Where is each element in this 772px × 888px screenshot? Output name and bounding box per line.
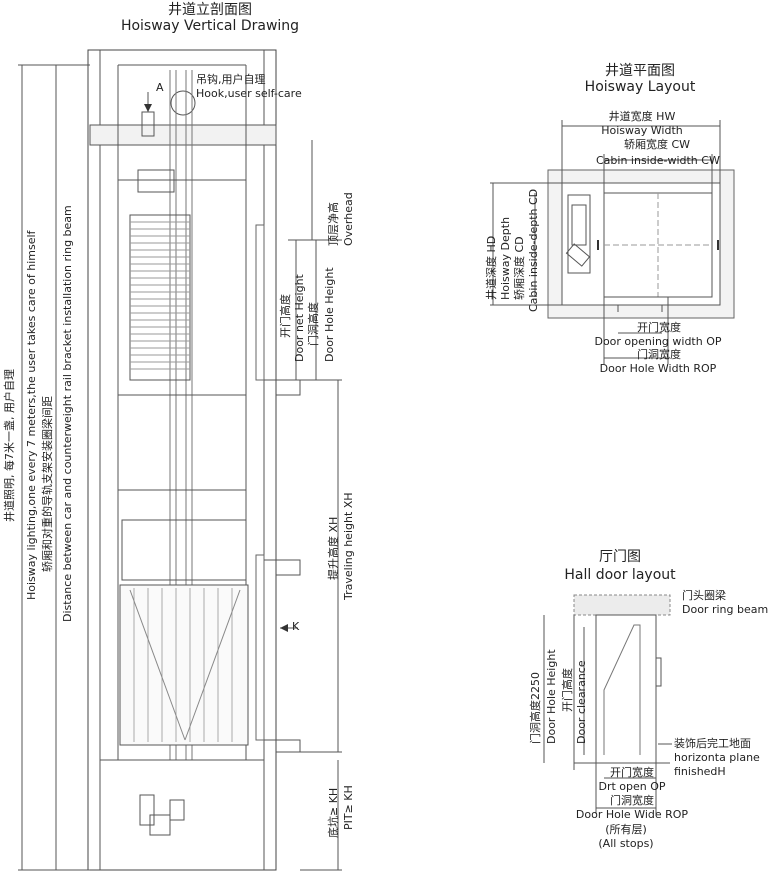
all-stops-cn: (所有层) bbox=[605, 823, 647, 836]
op-label-en: Door opening width OP bbox=[594, 335, 722, 348]
mark-a: A bbox=[156, 81, 164, 94]
door-hole-height-en: Door Hole Height bbox=[323, 267, 336, 362]
op-label-cn: 开门宽度 bbox=[637, 321, 681, 334]
hall-hole-height-cn: 门洞高度2250 bbox=[529, 672, 542, 744]
hall-clearance-cn: 开门高度 bbox=[561, 668, 574, 712]
floor-note-en1: horizonta plane bbox=[674, 751, 760, 764]
ring-beam-en: Door ring beam bbox=[682, 603, 769, 616]
vertical-title-cn: 井道立剖面图 bbox=[168, 2, 252, 18]
mark-k: K bbox=[292, 620, 300, 633]
hall-hole-height-en: Door Hole Height bbox=[545, 649, 558, 744]
cd-label-en: Cabin inside-depth CD bbox=[527, 188, 540, 312]
pit-label-en: PIT≥ KH bbox=[342, 785, 355, 830]
all-stops-en: (All stops) bbox=[598, 837, 654, 850]
layout-title-en: Hoisway Layout bbox=[584, 79, 696, 95]
rop-label-cn: 门洞宽度 bbox=[637, 348, 681, 361]
hd-label-cn: 井道深度 HD bbox=[485, 235, 498, 300]
hw-label-cn: 井道宽度 HW bbox=[608, 110, 676, 123]
cw-label-cn: 轿厢宽度 CW bbox=[623, 138, 691, 151]
hook-label-cn: 吊钩,用户自理 bbox=[196, 73, 266, 86]
hall-op-cn: 开门宽度 bbox=[610, 766, 654, 779]
layout-title-cn: 井道平面图 bbox=[605, 63, 675, 79]
door-net-height-en: Door net Height bbox=[293, 274, 306, 362]
hall-title-en: Hall door layout bbox=[564, 567, 676, 583]
hall-door-layout bbox=[543, 594, 672, 814]
hw-label-en: Hoisway Width bbox=[601, 124, 683, 137]
rop-label-en: Door Hole Width ROP bbox=[599, 362, 717, 375]
floor-note-cn: 装饰后完工地面 bbox=[674, 737, 751, 750]
lighting-note-cn: 井道照明, 每7米一盏, 用户自理 bbox=[3, 369, 16, 522]
cd-label-cn: 轿厢深度 CD bbox=[513, 236, 526, 300]
hall-rop-cn: 门洞宽度 bbox=[610, 794, 654, 807]
floor-note-en2: finishedH bbox=[674, 765, 726, 778]
hook-label-en: Hook,user self-care bbox=[196, 87, 302, 100]
ringbeam-note-cn: 轿厢和对重的导轨支架安装圈梁间距 bbox=[41, 396, 54, 572]
hall-op-en: Drt open OP bbox=[598, 780, 666, 793]
hoistway-section bbox=[18, 49, 342, 871]
ringbeam-note-en: Distance between car and counterweight r… bbox=[61, 205, 74, 622]
hd-label-en: Hoisway Depth bbox=[499, 216, 512, 300]
door-hole-height-cn: 门洞高度 bbox=[307, 302, 320, 346]
door-net-height-cn: 开门高度 bbox=[279, 294, 292, 338]
vertical-title-en: Hoisway Vertical Drawing bbox=[120, 18, 300, 34]
travel-height-cn: 提升高度 XH bbox=[327, 516, 340, 580]
overhead-label-en: Overhead bbox=[342, 192, 355, 246]
cw-label-en: Cabin inside-width CW bbox=[596, 154, 720, 167]
lighting-note-en: Hoisway lighting,one every 7 meters,the … bbox=[25, 230, 38, 600]
hall-rop-en: Door Hole Wide ROP bbox=[575, 808, 689, 821]
hall-title-cn: 厅门图 bbox=[599, 549, 641, 565]
ring-beam-cn: 门头圈梁 bbox=[682, 589, 726, 602]
hall-clearance-en: Door clearance bbox=[575, 660, 588, 744]
pit-label-cn: 底坑≥ KH bbox=[327, 787, 340, 838]
overhead-label-cn: 顶层净高 bbox=[327, 202, 340, 246]
travel-height-en: Traveling height XH bbox=[342, 492, 355, 600]
hoistway-plan bbox=[490, 120, 735, 364]
